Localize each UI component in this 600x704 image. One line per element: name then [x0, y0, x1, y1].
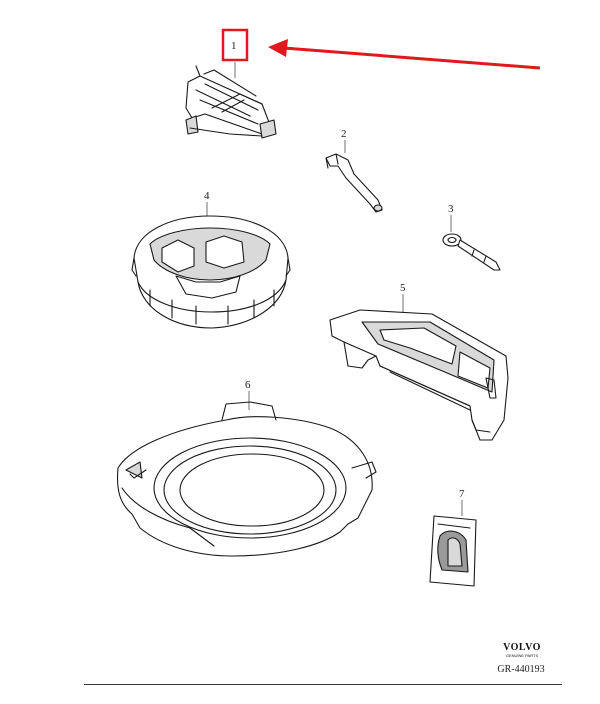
callout-7: 7	[459, 488, 465, 500]
part-jack	[185, 65, 277, 139]
part-gloves	[429, 515, 477, 587]
highlight-box	[221, 28, 249, 62]
callout-3: 3	[448, 203, 454, 215]
callout-5: 5	[400, 282, 406, 294]
highlight-arrow	[268, 39, 541, 70]
callout-2: 2	[341, 128, 347, 140]
part-tool-tray	[131, 215, 291, 329]
drawing-reference: GR-440193	[497, 664, 545, 675]
callout-1: 1	[231, 40, 237, 52]
part-floor-liner	[116, 401, 377, 557]
part-towing-eye	[442, 233, 501, 271]
page-rule	[84, 684, 562, 685]
part-crank-handle	[325, 153, 383, 213]
callout-4: 4	[204, 190, 210, 202]
brand-tagline: GENUINE PARTS	[505, 653, 539, 658]
callout-6: 6	[245, 379, 251, 391]
brand-logo: VOLVO	[503, 642, 541, 653]
part-holder-tray	[329, 309, 509, 441]
